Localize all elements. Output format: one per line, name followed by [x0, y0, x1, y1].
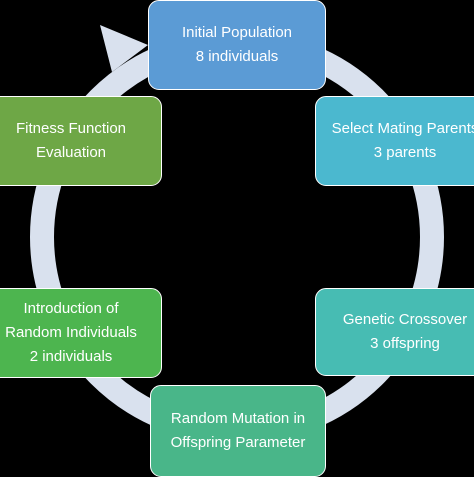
genetic-crossover-box: Genetic Crossover 3 offspring [315, 288, 474, 376]
random-mutation-line-2: Offspring Parameter [170, 434, 306, 451]
cycle-arrowhead [100, 25, 148, 72]
random-mutation-box: Random Mutation in Offspring Parameter [150, 385, 326, 477]
random-individuals-box: Introduction of Random Individuals 2 ind… [0, 288, 162, 378]
random-individuals-line-2: Random Individuals [5, 324, 137, 341]
random-mutation-line-1: Random Mutation in [170, 410, 306, 427]
initial-population-box: Initial Population 8 individuals [148, 0, 326, 90]
select-mating-parents-box: Select Mating Parents 3 parents [315, 96, 474, 186]
select-mating-parents-count: 3 parents [373, 144, 437, 161]
select-mating-parents-title: Select Mating Parents [331, 120, 474, 137]
random-individuals-count: 2 individuals [29, 348, 113, 365]
fitness-evaluation-box: Fitness Function Evaluation [0, 96, 162, 186]
fitness-evaluation-line-2: Evaluation [35, 144, 107, 161]
genetic-crossover-title: Genetic Crossover [342, 311, 468, 328]
initial-population-title: Initial Population [181, 24, 293, 41]
initial-population-count: 8 individuals [195, 48, 279, 65]
fitness-evaluation-line-1: Fitness Function [15, 120, 127, 137]
genetic-crossover-count: 3 offspring [370, 335, 440, 352]
random-individuals-line-1: Introduction of [23, 300, 119, 317]
